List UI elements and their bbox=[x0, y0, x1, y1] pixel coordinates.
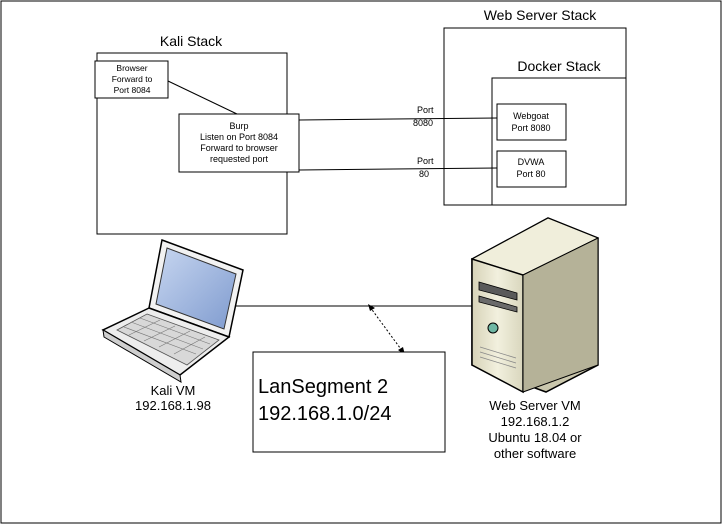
webgoat-label-1: Webgoat bbox=[513, 111, 549, 121]
port-8080-label-2: 8080 bbox=[413, 118, 433, 128]
port-80-label-1: Port bbox=[417, 156, 434, 166]
port-80-label-2: 80 bbox=[419, 169, 429, 179]
kali-vm-label: Kali VM bbox=[151, 383, 196, 398]
dvwa-label-2: Port 80 bbox=[516, 169, 545, 179]
burp-label-1: Burp bbox=[229, 121, 248, 131]
burp-box bbox=[178, 113, 300, 173]
port-8080-label-1: Port bbox=[417, 105, 434, 115]
web-server-vm-os: Ubuntu 18.04 or bbox=[488, 430, 582, 445]
lan-arrow-top bbox=[368, 304, 375, 311]
lan-segment-subnet: 192.168.1.0/24 bbox=[258, 403, 391, 425]
burp-label-2: Listen on Port 8084 bbox=[200, 132, 278, 142]
webgoat-box bbox=[496, 103, 567, 141]
browser-label-3: Port 8084 bbox=[114, 85, 151, 95]
server-tower-icon bbox=[470, 217, 600, 394]
lan-dotted-connector bbox=[369, 306, 404, 353]
web-server-vm-ip: 192.168.1.2 bbox=[501, 414, 570, 429]
burp-label-4: requested port bbox=[210, 154, 269, 164]
web-server-vm-label: Web Server VM bbox=[489, 398, 581, 413]
burp-webgoat-connector bbox=[298, 117, 498, 121]
kali-vm-ip: 192.168.1.98 bbox=[135, 398, 211, 413]
webgoat-label-2: Port 8080 bbox=[511, 123, 550, 133]
web-server-stack-title: Web Server Stack bbox=[484, 7, 598, 23]
burp-label-3: Forward to browser bbox=[200, 143, 278, 153]
kali-stack-title: Kali Stack bbox=[160, 33, 223, 49]
browser-burp-connector bbox=[167, 80, 238, 115]
browser-label-2: Forward to bbox=[112, 74, 153, 84]
docker-stack-title: Docker Stack bbox=[517, 58, 601, 74]
dvwa-box bbox=[496, 150, 567, 188]
browser-box bbox=[94, 60, 169, 99]
laptop-icon bbox=[101, 238, 244, 383]
web-server-vm-os-note: other software bbox=[494, 446, 576, 461]
browser-label-1: Browser bbox=[116, 63, 147, 73]
dvwa-label-1: DVWA bbox=[518, 157, 545, 167]
lan-segment-name: LanSegment 2 bbox=[258, 376, 388, 398]
lan-segment-box bbox=[252, 351, 446, 453]
burp-dvwa-connector bbox=[298, 167, 498, 171]
